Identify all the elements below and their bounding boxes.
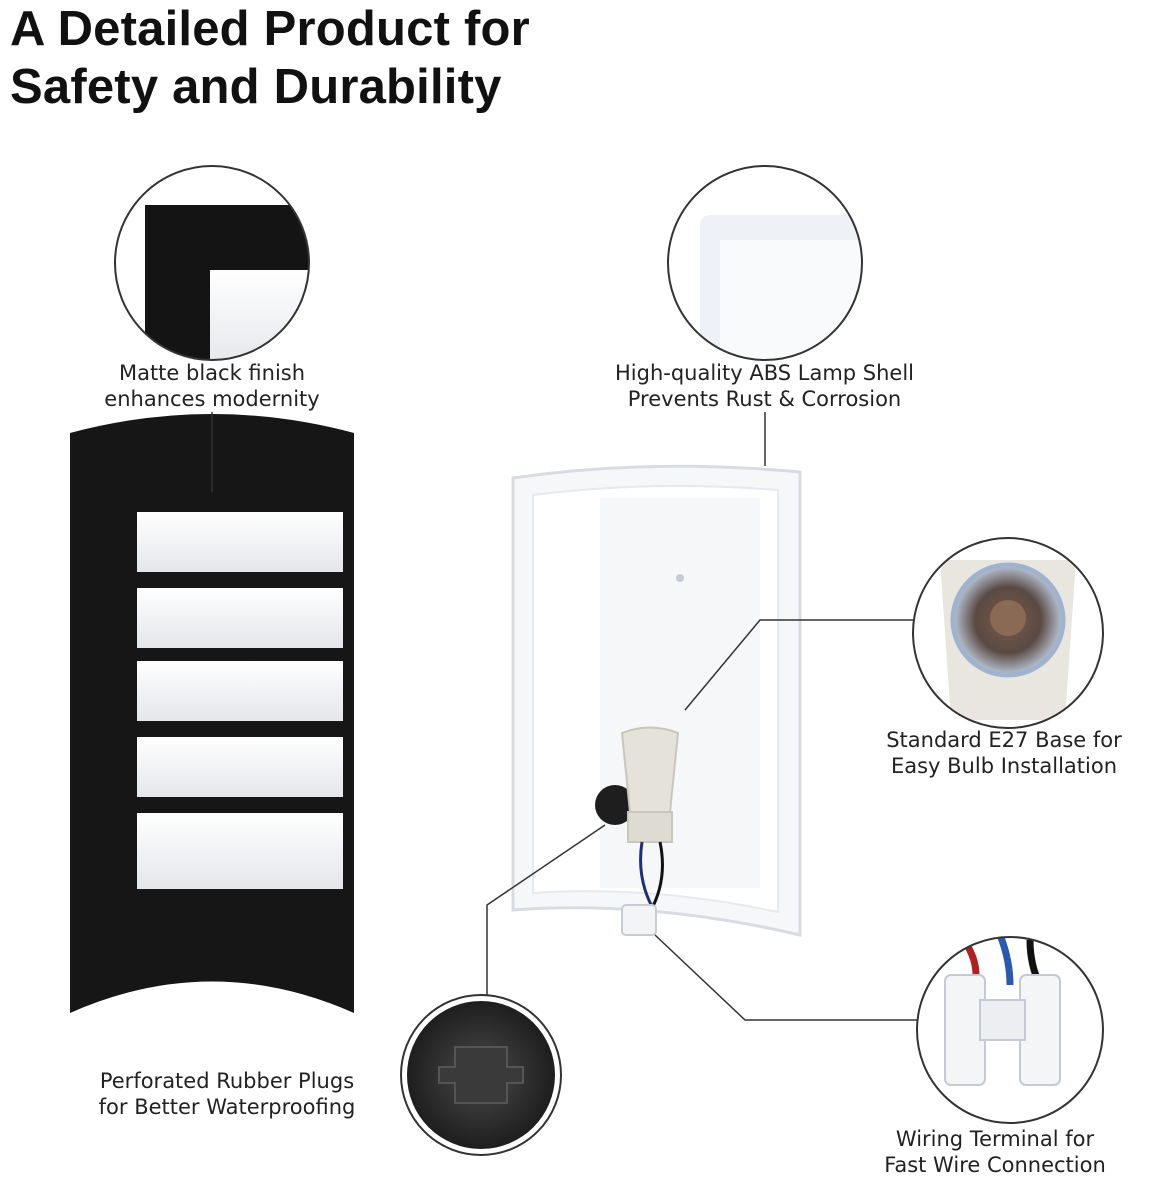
lamp-slat-4 bbox=[137, 737, 343, 797]
caption-e27-base-line-2: Easy Bulb Installation bbox=[890, 754, 1118, 778]
caption-abs-shell-line-2: Prevents Rust & Corrosion bbox=[627, 387, 902, 411]
wiring-terminal-circle bbox=[916, 936, 1104, 1124]
leader-lines bbox=[211, 412, 918, 1021]
lamp-slat-2 bbox=[137, 588, 343, 648]
caption-wiring-terminal-line-2: Fast Wire Connection bbox=[884, 1153, 1106, 1177]
shell-detail-circle bbox=[667, 165, 863, 361]
lamp-slat-1 bbox=[137, 512, 343, 572]
caption-abs-shell-line-1: High-quality ABS Lamp Shell bbox=[614, 361, 915, 385]
caption-e27-base-line-1: Standard E27 Base for bbox=[886, 728, 1122, 752]
white-lamp-shell bbox=[511, 464, 802, 937]
caption-abs-shell: High-quality ABS Lamp Shell Prevents Rus… bbox=[572, 360, 957, 412]
headline-line-2: Safety and Durability bbox=[10, 60, 502, 114]
shell-rubber-plug bbox=[595, 785, 635, 825]
rubber-plug-circle bbox=[400, 994, 562, 1156]
shell-socket bbox=[620, 726, 680, 817]
lamp-slat-5 bbox=[137, 813, 343, 889]
caption-matte-finish-line-1: Matte black finish bbox=[118, 361, 306, 385]
caption-matte-finish-line-2: enhances modernity bbox=[104, 387, 320, 411]
caption-rubber-plugs: Perforated Rubber Plugs for Better Water… bbox=[62, 1068, 392, 1120]
caption-e27-base: Standard E27 Base for Easy Bulb Installa… bbox=[858, 727, 1150, 779]
shell-terminal bbox=[621, 904, 657, 936]
black-lamp bbox=[70, 414, 354, 1013]
caption-rubber-plugs-line-1: Perforated Rubber Plugs bbox=[99, 1069, 355, 1093]
e27-base-circle bbox=[912, 537, 1104, 729]
caption-matte-finish: Matte black finish enhances modernity bbox=[62, 360, 362, 412]
headline-line-1: A Detailed Product for bbox=[10, 2, 530, 56]
finish-detail-circle bbox=[114, 165, 310, 361]
caption-rubber-plugs-line-2: for Better Waterproofing bbox=[98, 1095, 356, 1119]
caption-wiring-terminal-line-1: Wiring Terminal for bbox=[895, 1127, 1095, 1151]
lamp-slat-3 bbox=[137, 661, 343, 721]
caption-wiring-terminal: Wiring Terminal for Fast Wire Connection bbox=[850, 1126, 1140, 1178]
headline: A Detailed Product for Safety and Durabi… bbox=[10, 0, 530, 116]
